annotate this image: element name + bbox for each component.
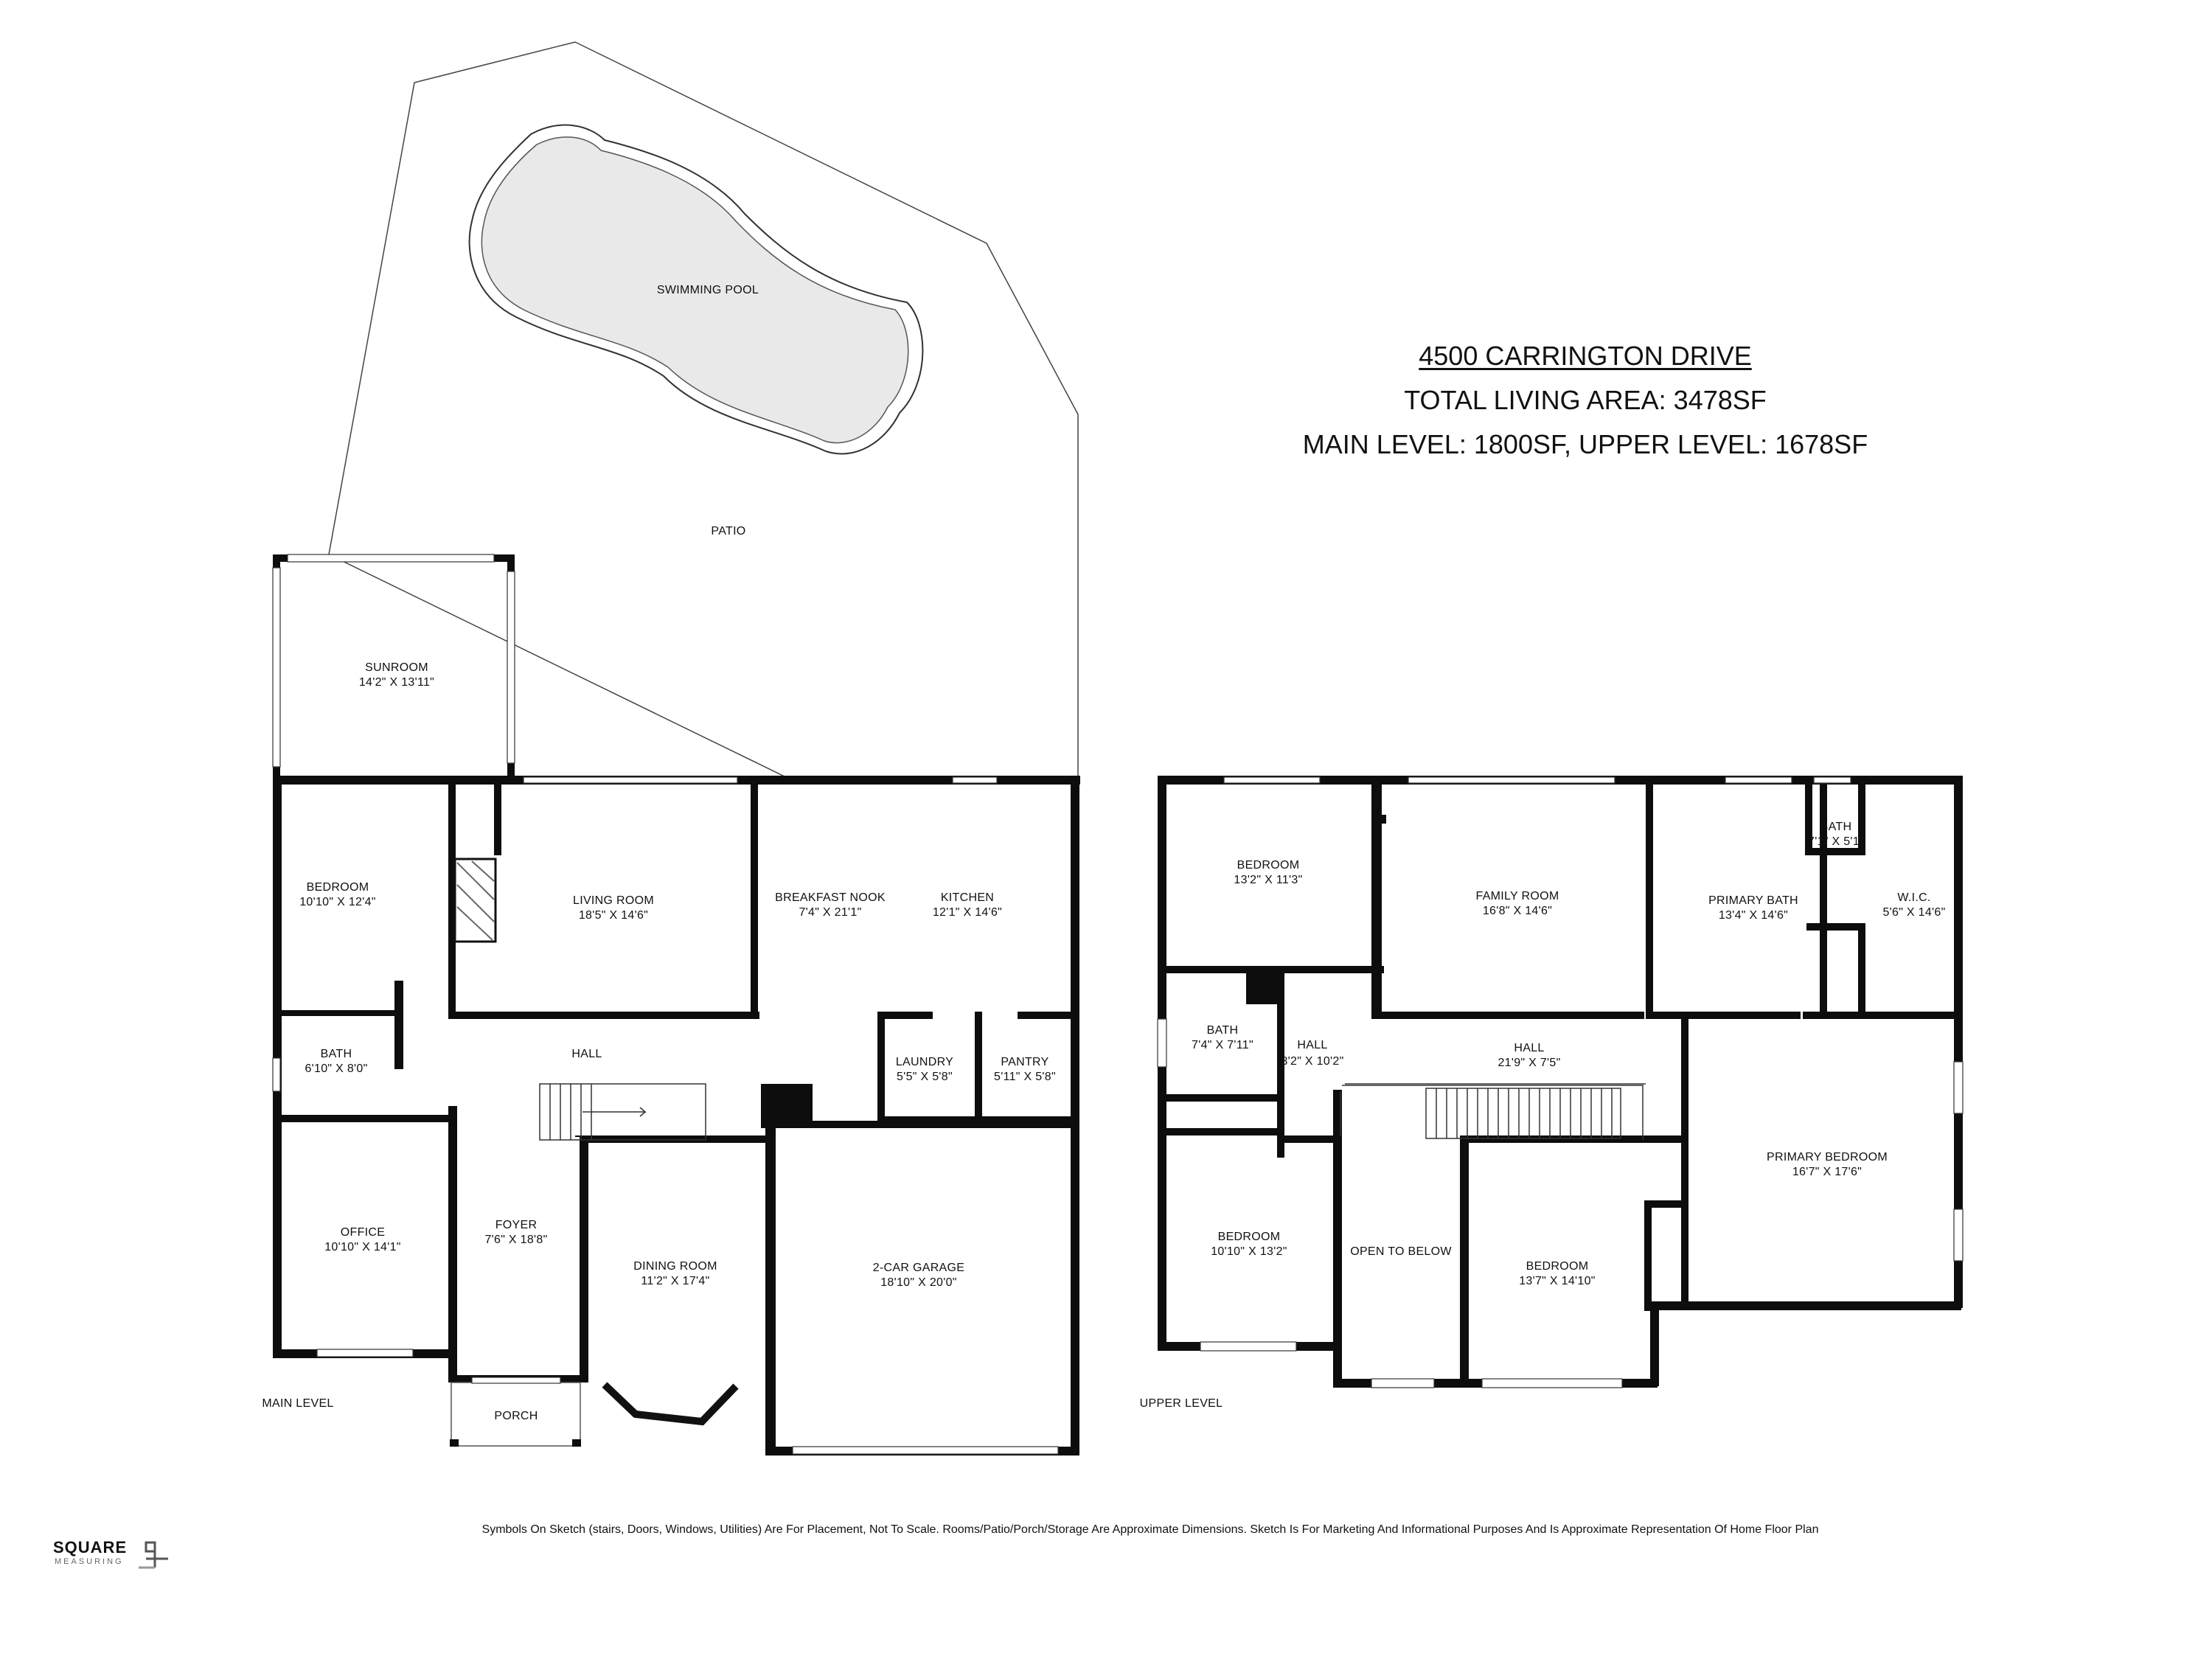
hall-dim: 21'9" X 7'5" (1498, 1057, 1560, 1069)
bedroom-s-name: BEDROOM (1526, 1260, 1589, 1273)
bath-dim: 6'10" X 8'0" (305, 1062, 367, 1075)
dining-name: DINING ROOM (633, 1260, 717, 1273)
bath-upper-dim: 7'4" X 7'11" (1192, 1039, 1253, 1051)
laundry-name: LAUNDRY (896, 1056, 953, 1068)
plus-square-icon (139, 1541, 168, 1569)
primary-bedroom-name: PRIMARY BEDROOM (1767, 1151, 1888, 1164)
brand-word: SQUARE (53, 1538, 128, 1557)
garage-name: 2-CAR GARAGE (873, 1262, 965, 1274)
bedroom-dim: 10'10" X 12'4" (299, 896, 376, 908)
primary-bath-name: PRIMARY BATH (1708, 894, 1798, 907)
upper-windows (1157, 776, 1964, 1388)
brand-sub: MEASURING (55, 1557, 124, 1566)
kitchen-dim: 12'1" X 14'6" (933, 906, 1002, 919)
primary-bedroom-dim: 16'7" X 17'6" (1792, 1166, 1862, 1178)
family-name: FAMILY ROOM (1476, 890, 1559, 902)
hall-small-dim: 3'2" X 10'2" (1281, 1055, 1343, 1068)
nook-dim: 7'4" X 21'1" (799, 906, 861, 919)
upper-level-label: UPPER LEVEL (1140, 1397, 1223, 1410)
hall-small-name: HALL (1297, 1039, 1327, 1051)
primary-bath-dim: 13'4" X 14'6" (1719, 909, 1788, 922)
bath-upper-name: BATH (1207, 1024, 1239, 1037)
wic-name: W.I.C. (1897, 891, 1930, 904)
swimming-pool (468, 124, 924, 455)
pantry-dim: 5'11" X 5'8" (994, 1071, 1056, 1083)
main-labels: SWIMMING POOL PATIO SUNROOM 14'2" X 13'1… (262, 284, 1056, 1422)
living-name: LIVING ROOM (573, 894, 654, 907)
bath-small-dim: 7'1" X 5'1" (1808, 835, 1864, 848)
main-windows (272, 554, 1059, 1455)
laundry-dim: 5'5" X 5'8" (897, 1071, 953, 1083)
living-dim: 18'5" X 14'6" (579, 909, 648, 922)
bedroom-s-dim: 13'7" X 14'10" (1519, 1275, 1596, 1287)
hall-name: HALL (571, 1048, 602, 1060)
patio-outline (328, 41, 1079, 778)
main-walls (273, 554, 1080, 1455)
bath-small-name: BATH (1820, 821, 1852, 833)
brand-logo: SQUARE MEASURING (53, 1538, 186, 1582)
office-name: OFFICE (341, 1226, 385, 1239)
pool-label: SWIMMING POOL (657, 284, 759, 296)
pantry-name: PANTRY (1001, 1056, 1048, 1068)
dining-dim: 11'2" X 17'4" (641, 1275, 709, 1287)
bedroom-sw-name: BEDROOM (1218, 1231, 1281, 1243)
upper-labels: BEDROOM 13'2" X 11'3" FAMILY ROOM 16'8" … (1140, 821, 1946, 1410)
hall-name: HALL (1514, 1042, 1544, 1054)
family-dim: 16'8" X 14'6" (1483, 905, 1552, 917)
nook-name: BREAKFAST NOOK (775, 891, 886, 904)
wic-dim: 5'6" X 14'6" (1882, 906, 1945, 919)
garage-dim: 18'10" X 20'0" (880, 1276, 957, 1289)
address-title: 4500 CARRINGTON DRIVE (1419, 341, 1752, 371)
office-dim: 10'10" X 14'1" (324, 1241, 401, 1253)
foyer-dim: 7'6" X 18'8" (484, 1234, 547, 1246)
bedroom-name: BEDROOM (307, 881, 369, 894)
bath-name: BATH (321, 1048, 352, 1060)
main-level-label: MAIN LEVEL (262, 1397, 333, 1410)
foyer-name: FOYER (495, 1219, 538, 1231)
bedroom-nw-dim: 13'2" X 11'3" (1234, 874, 1302, 886)
total-area: TOTAL LIVING AREA: 3478SF (1404, 385, 1767, 415)
sunroom-name: SUNROOM (365, 661, 428, 674)
levels-area: MAIN LEVEL: 1800SF, UPPER LEVEL: 1678SF (1302, 429, 1868, 459)
disclaimer-text: Symbols On Sketch (stairs, Doors, Window… (481, 1523, 1819, 1536)
sunroom-dim: 14'2" X 13'11" (359, 676, 434, 689)
main-level: SWIMMING POOL PATIO SUNROOM 14'2" X 13'1… (262, 41, 1080, 1455)
patio-label: PATIO (711, 525, 745, 538)
bedroom-nw-name: BEDROOM (1237, 859, 1300, 872)
open-below-label: OPEN TO BELOW (1350, 1245, 1452, 1258)
bedroom-sw-dim: 10'10" X 13'2" (1211, 1245, 1287, 1258)
kitchen-name: KITCHEN (941, 891, 994, 904)
upper-level: BEDROOM 13'2" X 11'3" FAMILY ROOM 16'8" … (1140, 776, 1964, 1410)
porch-label: PORCH (494, 1410, 538, 1422)
